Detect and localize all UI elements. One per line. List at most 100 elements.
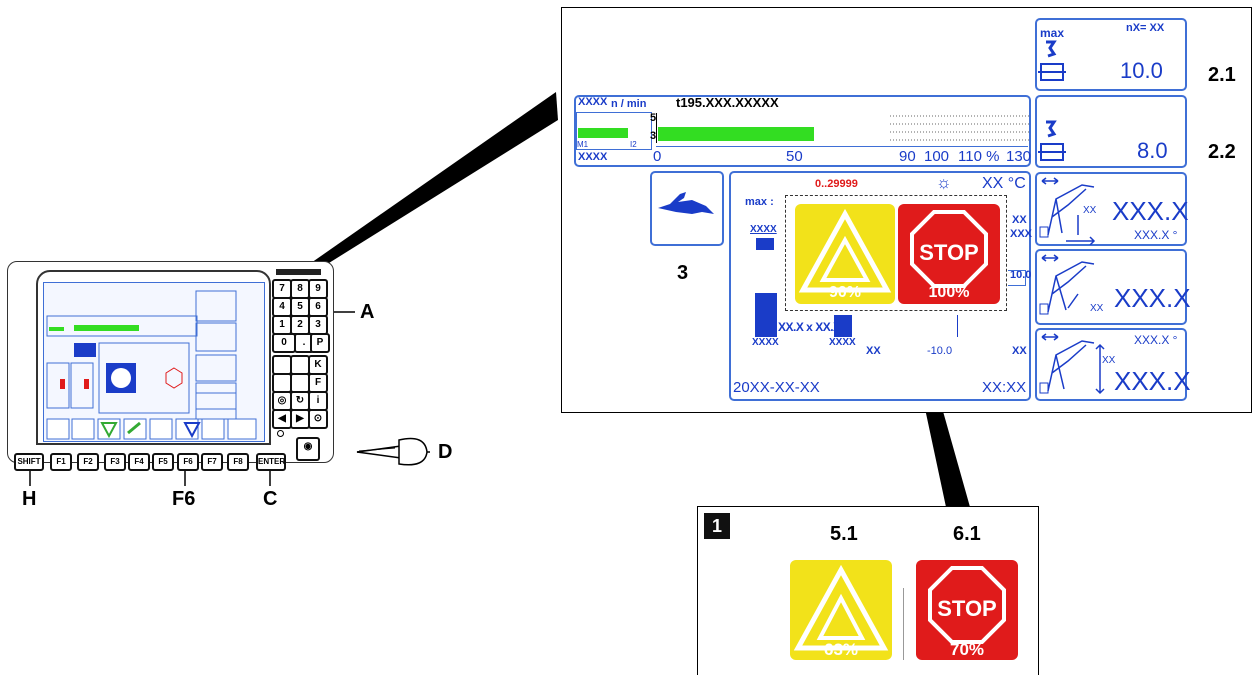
right-key-icon[interactable]: ▶ [290, 409, 310, 429]
hook-load-icon [1038, 40, 1066, 81]
k-key-icon[interactable]: K [308, 355, 328, 375]
stop-percent: 100% [928, 284, 970, 301]
detail-separator [903, 588, 904, 660]
max-top-label: max [1040, 26, 1065, 40]
detail-box-number: 1 [704, 513, 730, 539]
detail-warning-percent: 63% [823, 640, 859, 659]
key-7[interactable]: 7 [272, 279, 292, 299]
bracket-line [1008, 270, 1026, 286]
xx-right-label: XX [1012, 214, 1027, 226]
bar-m1: M1 [577, 140, 589, 149]
key-p[interactable]: P [310, 333, 330, 353]
mid-block [834, 315, 852, 337]
speed-unit: n / min [611, 98, 647, 110]
max-label: max : [745, 196, 774, 208]
load-panel-2 [1035, 95, 1187, 168]
callout-f6: F6 [172, 488, 196, 510]
callout-5-1: 5.1 [830, 523, 858, 545]
crane3-top: XXX.X ° [1134, 333, 1178, 347]
key-icon [356, 437, 428, 466]
tick-50: 50 [786, 148, 803, 165]
record-key-icon[interactable]: ◎ [272, 391, 292, 411]
tick-90: 90 [899, 148, 916, 165]
reset-key-icon[interactable]: ↻ [290, 391, 310, 411]
detail-stop-octagon-icon: STOP [928, 566, 1006, 644]
tick-0: 0 [653, 148, 662, 165]
key-0[interactable]: 0 [272, 333, 296, 353]
bar-baseline [656, 146, 1028, 147]
key-2[interactable]: 2 [290, 315, 310, 335]
left-key-icon[interactable]: ◀ [272, 409, 292, 429]
f4-key[interactable]: F4 [128, 453, 150, 471]
speed-bar-fill [658, 127, 814, 141]
stop-text: STOP [919, 240, 979, 265]
key-5[interactable]: 5 [290, 297, 310, 317]
xxx-right-label: XXX [1010, 228, 1033, 240]
left-mini-bar-box [576, 112, 652, 150]
slew-key-icon[interactable] [272, 373, 292, 393]
dims-label: XX.X x XX.X [778, 320, 841, 334]
crane2-value: XXX.X [1114, 283, 1191, 313]
detail-warning-tile: 63% [790, 560, 892, 660]
xx-bottom-mid: XX [866, 345, 881, 357]
callout-a: A [360, 301, 375, 323]
sun-icon: ☼ [936, 173, 952, 192]
crane-panel-1 [1035, 172, 1187, 246]
pencil-key-icon[interactable] [290, 373, 310, 393]
bar-track [656, 113, 1028, 143]
callout-d: D [438, 441, 453, 463]
date-label: 20XX-XX-XX [733, 379, 820, 396]
f3-key[interactable]: F3 [104, 453, 126, 471]
boom-key-icon[interactable] [290, 355, 310, 375]
enter-key[interactable]: ENTER [256, 453, 286, 471]
f8-key[interactable]: F8 [227, 453, 249, 471]
key-3[interactable]: 3 [308, 315, 328, 335]
detail-stop-percent: 70% [949, 640, 985, 659]
key-4[interactable]: 4 [272, 297, 292, 317]
stop-octagon-icon: STOP [910, 210, 988, 288]
callout-2-2: 2.2 [1208, 141, 1236, 163]
key-6[interactable]: 6 [308, 297, 328, 317]
callout-h: H [22, 488, 37, 510]
warning-tile: 90% [795, 204, 895, 304]
left-indicator-block [756, 238, 774, 250]
f6-key[interactable]: F6 [177, 453, 199, 471]
operator-screen [43, 282, 265, 442]
hook-key-icon[interactable] [272, 355, 292, 375]
key-8[interactable]: 8 [290, 279, 310, 299]
xxxx-bottom-left: XXXX [752, 337, 779, 348]
key-9[interactable]: 9 [308, 279, 328, 299]
crane3-value: XXX.X [1114, 366, 1191, 396]
shift-key[interactable]: SHIFT [14, 453, 44, 471]
bar-left-bottom: XXXX [578, 151, 608, 163]
load-value-2: 8.0 [1137, 138, 1168, 163]
range-label: 0..29999 [815, 178, 858, 190]
led-indicator [277, 430, 284, 437]
f2-key[interactable]: F2 [77, 453, 99, 471]
f1-key[interactable]: F1 [50, 453, 72, 471]
info-key-icon[interactable]: i [308, 391, 328, 411]
program-code: t195.XXX.XXXXX [676, 95, 779, 110]
key-switch-slot-icon[interactable]: ◉ [296, 437, 320, 461]
rabbit-icon [658, 192, 714, 214]
key-1[interactable]: 1 [272, 315, 292, 335]
f-key-icon[interactable]: F [308, 373, 328, 393]
f7-key[interactable]: F7 [201, 453, 223, 471]
warning-percent: 90% [828, 284, 862, 301]
bar-scale-5: 5 [650, 112, 657, 124]
crane-boom-icon-3 [1039, 333, 1105, 395]
f5-key[interactable]: F5 [152, 453, 174, 471]
ok-key-icon[interactable]: ⊙ [308, 409, 328, 429]
left-mini-bar [578, 128, 628, 138]
detail-stop-tile: STOP 70% [916, 560, 1018, 660]
load-value-1: 10.0 [1120, 58, 1163, 83]
speed-bar-panel [574, 95, 1031, 167]
left-tall-block [755, 293, 777, 337]
detail-stop-text: STOP [937, 596, 997, 621]
bar-dotted-grid [890, 115, 1030, 141]
detail-warning-triangle-icon [793, 564, 889, 651]
hook-load-icon-2 [1038, 120, 1066, 161]
load-panel-1 [1035, 18, 1187, 91]
speed-label: XXXX [578, 96, 608, 108]
callout-3: 3 [677, 262, 689, 284]
